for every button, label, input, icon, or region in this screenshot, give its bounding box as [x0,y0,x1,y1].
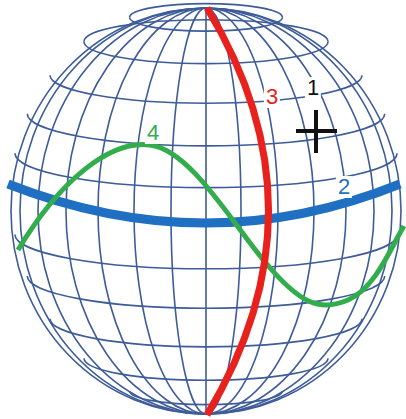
sine-curve [18,145,404,305]
callout-number: 2 [336,176,352,198]
meridian [98,8,314,414]
meridian [171,8,241,414]
parallel [84,358,328,380]
parallel [50,319,362,347]
parallel [27,114,384,146]
parallel [50,75,362,103]
parallel [15,234,397,268]
meridian [134,8,278,414]
cross-mark [296,110,337,153]
meridian-line [207,8,269,415]
callout-number: 3 [264,86,280,108]
callout-number: 4 [145,122,161,144]
meridian [20,8,392,414]
parallel [130,391,283,405]
globe-outline [11,8,401,414]
parallel [84,42,328,64]
meridian [205,8,207,414]
callout-number: 1 [305,77,321,99]
parallel [84,20,328,42]
